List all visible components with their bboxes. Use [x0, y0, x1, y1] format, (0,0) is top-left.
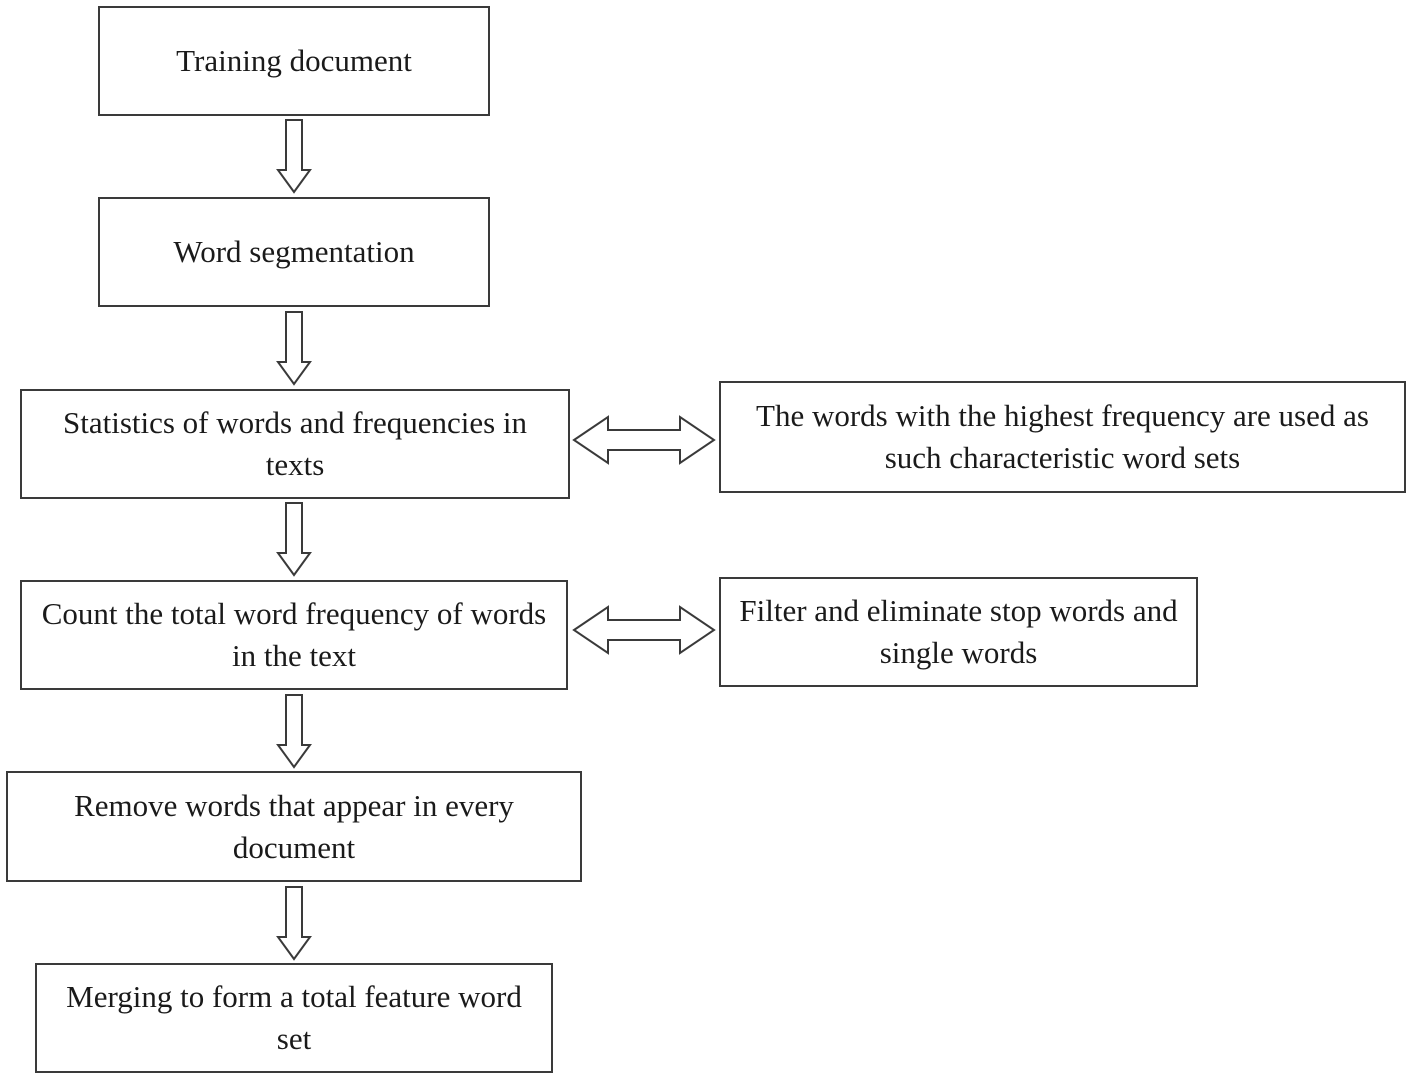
side-note-label: The words with the highest frequency are… — [756, 398, 1369, 475]
bidirectional-arrow-1 — [572, 415, 716, 465]
step-merge-feature-set: Merging to form a total feature word set — [35, 963, 553, 1073]
step-label: Training document — [176, 43, 412, 78]
step-count-frequency: Count the total word frequency of words … — [20, 580, 568, 690]
step-label: Merging to form a total feature word set — [66, 979, 522, 1056]
down-arrow-1 — [276, 119, 312, 194]
step-label: Statistics of words and frequencies in t… — [62, 405, 528, 482]
down-arrow-2 — [276, 311, 312, 386]
step-label: Remove words that appear in every docume… — [74, 787, 514, 865]
step-remove-common-words: Remove words that appear in every docume… — [6, 771, 582, 882]
step-statistics: Statistics of words and frequencies in t… — [20, 389, 570, 499]
bidirectional-arrow-2 — [572, 605, 716, 655]
step-label: Count the total word frequency of words … — [41, 596, 547, 673]
step-training-document: Training document — [98, 6, 490, 116]
down-arrow-4 — [276, 694, 312, 769]
down-arrow-5 — [276, 886, 312, 961]
side-note-label: Filter and eliminate stop words and sing… — [739, 593, 1178, 670]
step-label: Word segmentation — [173, 234, 415, 269]
side-note-filter-stop-words: Filter and eliminate stop words and sing… — [719, 577, 1198, 687]
down-arrow-3 — [276, 502, 312, 577]
side-note-highest-frequency: The words with the highest frequency are… — [719, 381, 1406, 493]
step-word-segmentation: Word segmentation — [98, 197, 490, 307]
